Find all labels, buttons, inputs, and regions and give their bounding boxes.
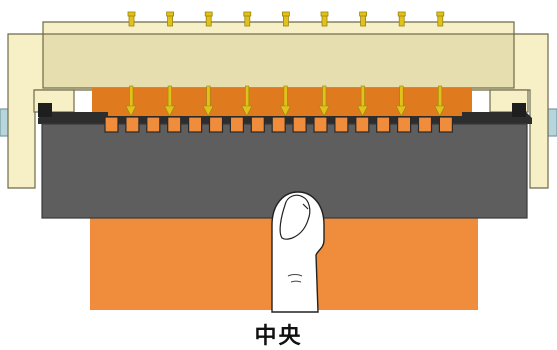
top-pin [127,11,136,27]
finger-press-icon [271,191,325,313]
actuator-tooth [438,116,453,133]
top-pin [166,11,175,27]
contact-pin [125,85,137,117]
actuator-tooth [125,116,140,133]
actuator-tooth [188,116,203,133]
top-pin [204,11,213,27]
contact-pin [202,85,214,117]
top-pin [281,11,290,27]
actuator-teeth [104,116,453,133]
contact-pin [241,85,253,117]
top-pins [127,11,445,27]
actuator-tooth [167,116,182,133]
connector-housing [0,21,557,189]
contact-pin [434,85,446,117]
actuator-tooth [271,116,286,133]
contact-pin [318,85,330,117]
actuator-corner-right [512,103,526,117]
actuator-corner-left [38,103,52,117]
contact-pin [164,85,176,117]
actuator-tooth [146,116,161,133]
contact-pin [357,85,369,117]
top-pin [320,11,329,27]
top-pin [243,11,252,27]
top-pin [359,11,368,27]
top-pin [397,11,406,27]
contact-pin [395,85,407,117]
actuator-tooth [313,116,328,133]
actuator-tooth [355,116,370,133]
housing-ledge [42,33,515,89]
contact-pin [279,85,291,117]
actuator-tooth [292,116,307,133]
actuator-tooth [376,116,391,133]
actuator-tooth [208,116,224,133]
actuator-tooth [229,116,244,133]
actuator-tooth [334,116,349,133]
actuator-tooth [397,116,412,133]
actuator-tooth [104,116,119,133]
actuator-tooth [417,116,433,133]
center-label: 中央 [254,324,303,349]
actuator-tooth [250,116,265,133]
top-pin [436,11,445,27]
contact-pins [125,85,446,117]
